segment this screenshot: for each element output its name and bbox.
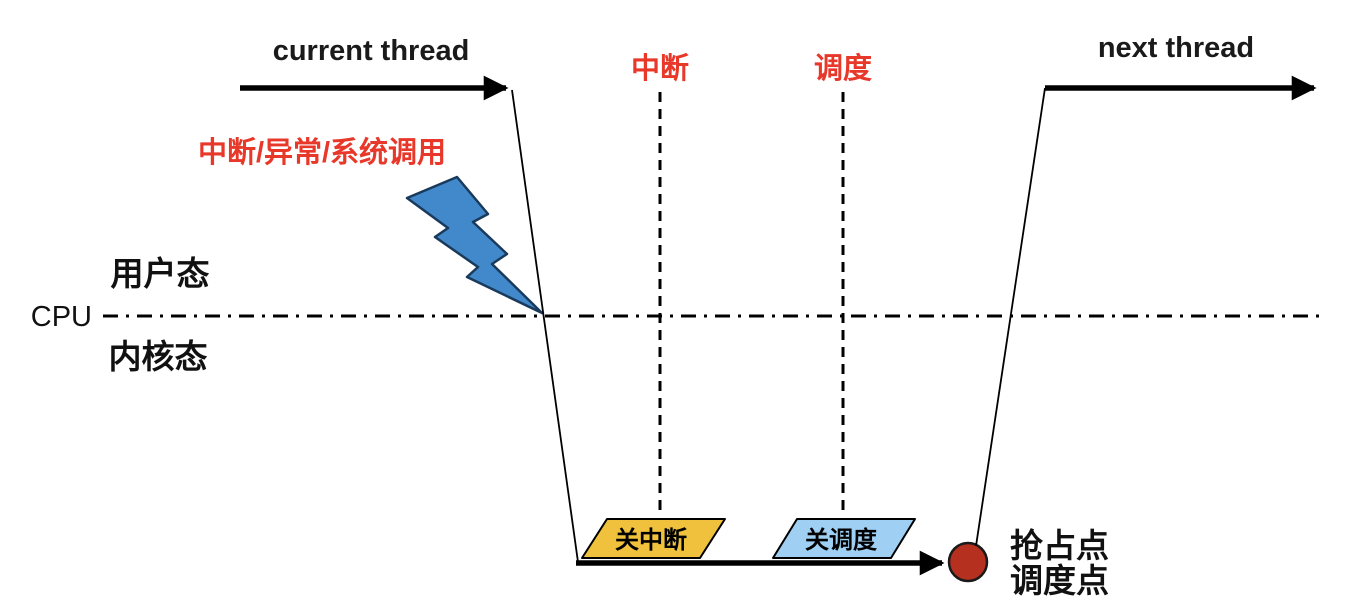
mode-switch-line-down [511,89,579,563]
lightning-bolt-icon [405,175,544,315]
cpu-label: CPU [31,301,92,333]
mode-switch-line-up [975,87,1046,547]
disable-schedule-shape [772,518,916,559]
schedule-point-label: 调度点 [1010,562,1109,599]
preemption-point-marker [947,541,989,583]
disable-schedule-label: 关调度 [805,526,878,554]
disable-interrupt-label: 关中断 [615,526,687,554]
user-mode-label: 用户态 [111,255,210,292]
schedule-label: 调度 [814,52,872,85]
kernel-mode-label: 内核态 [109,338,208,375]
next-thread-label: next thread [1098,32,1254,64]
interrupt-label: 中断 [631,52,689,85]
interrupt-event-label: 中断/异常/系统调用 [198,135,446,169]
disable-interrupt-shape [581,518,726,559]
preempt-point-label: 抢占点 [1010,527,1109,564]
current-thread-label: current thread [273,35,470,67]
